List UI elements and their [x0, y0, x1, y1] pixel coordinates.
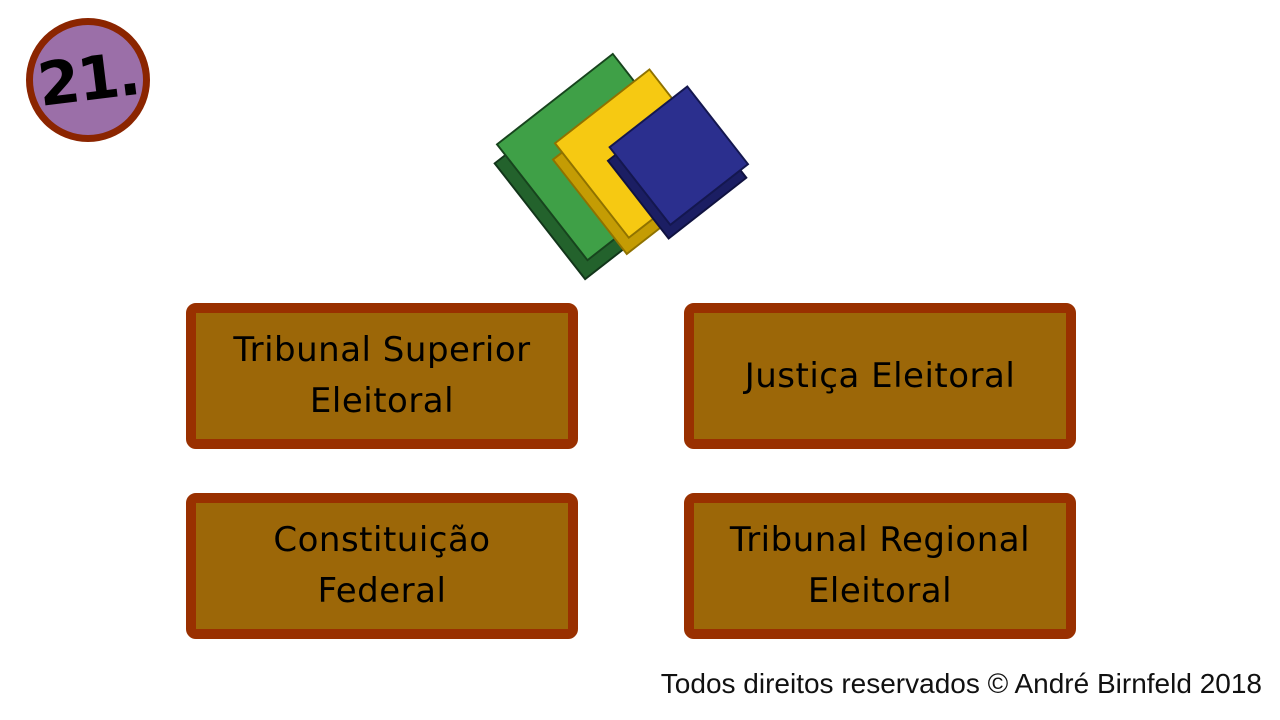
answer-button-tribunal-superior-eleitoral[interactable]: Tribunal Superior Eleitoral	[186, 303, 578, 449]
answer-button-constituicao-federal[interactable]: Constituição Federal	[186, 493, 578, 639]
question-number-badge: 21.	[26, 18, 150, 142]
logo-blue-layer	[608, 85, 750, 227]
answer-button-justica-eleitoral[interactable]: Justiça Eleitoral	[684, 303, 1076, 449]
electoral-justice-logo	[492, 4, 782, 304]
answer-label: Justiça Eleitoral	[744, 355, 1016, 396]
answer-label: Tribunal Superior Eleitoral	[233, 330, 531, 421]
answer-label: Constituição Federal	[273, 520, 491, 611]
question-number: 21.	[33, 39, 143, 121]
answer-button-tribunal-regional-eleitoral[interactable]: Tribunal Regional Eleitoral	[684, 493, 1076, 639]
ballot-box-logo-icon	[493, 52, 750, 281]
answer-label: Tribunal Regional Eleitoral	[729, 520, 1031, 611]
copyright-text: Todos direitos reservados © André Birnfe…	[660, 668, 1262, 699]
